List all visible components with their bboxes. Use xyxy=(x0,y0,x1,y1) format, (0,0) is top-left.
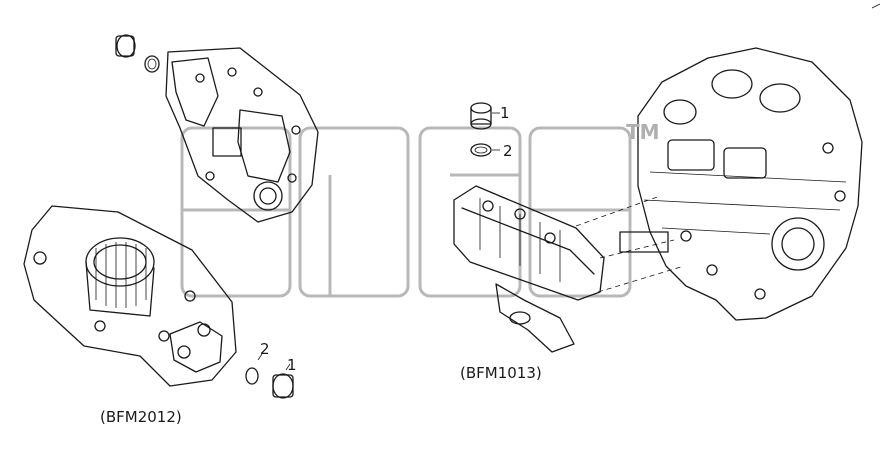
bfm2012-housing xyxy=(23,205,237,387)
callout-right-2: 2 xyxy=(503,142,513,160)
corner-tick xyxy=(871,3,881,9)
bfm2012-plug-parts xyxy=(245,353,294,399)
upper-cooler-housing xyxy=(165,47,319,223)
label-bfm1013: (BFM1013) xyxy=(460,364,542,382)
callout-right-1: 1 xyxy=(500,104,510,122)
watermark-trademark: TM xyxy=(626,120,660,144)
callout-left-2: 2 xyxy=(260,340,270,358)
bfm1013-plug-parts xyxy=(470,102,500,157)
callout-left-1: 1 xyxy=(287,356,297,374)
watermark-logo xyxy=(180,126,632,298)
assembly-leader-lines xyxy=(575,195,685,293)
label-bfm2012: (BFM2012) xyxy=(100,408,182,426)
engine-block xyxy=(619,47,863,321)
upper-plug-parts xyxy=(115,34,160,73)
bfm1013-oil-cooler xyxy=(453,185,605,353)
